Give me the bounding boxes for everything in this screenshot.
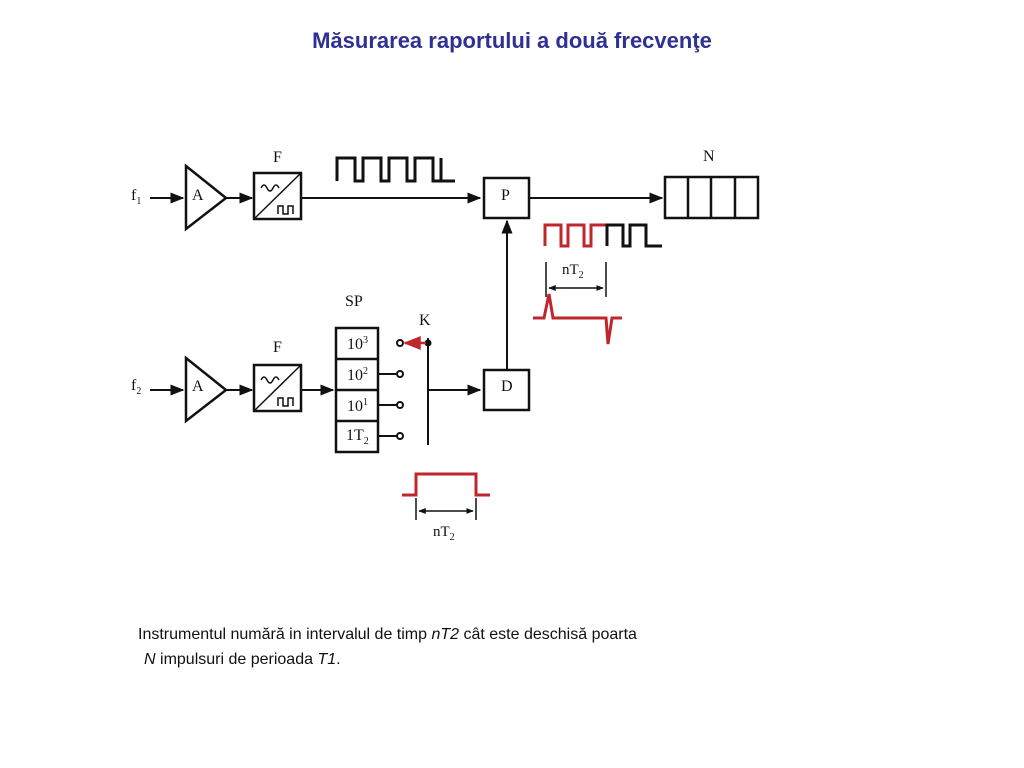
- selector-label-100: 102: [347, 366, 368, 384]
- counter-n: [663, 175, 760, 220]
- label-f1: f1: [131, 187, 141, 207]
- caption-line-2: N impulsuri de perioada T1.: [144, 651, 341, 668]
- filter-f-2: [252, 363, 303, 413]
- spike-signal-red: [533, 293, 622, 345]
- interval-label-lower: nT2: [433, 524, 455, 543]
- label-switch: K: [419, 312, 431, 329]
- square-wave-f1: [335, 156, 455, 183]
- selector-sp: [334, 326, 380, 454]
- divider-d: [482, 368, 531, 412]
- label-counter: N: [703, 148, 715, 165]
- gated-pulses-red: [543, 223, 662, 248]
- interval-marker-upper: [545, 262, 607, 297]
- label-filter-2: F: [273, 339, 282, 356]
- label-filter-1: F: [273, 149, 282, 166]
- caption-line-1: Instrumentul numără in intervalul de tim…: [138, 626, 637, 643]
- page-title: Măsurarea raportului a două frecvenţe: [312, 28, 712, 53]
- caption-text: Instrumentul numără in intervalul de tim…: [138, 622, 838, 672]
- label-gate: P: [501, 187, 510, 204]
- interval-marker-lower: [415, 498, 477, 520]
- label-amp-2: A: [192, 378, 204, 395]
- amplifier-a-2: [184, 355, 229, 424]
- label-selector: SP: [345, 293, 363, 310]
- filter-f-1: [252, 171, 303, 221]
- selector-label-1t2: 1T2: [346, 427, 369, 447]
- label-f2: f2: [131, 377, 141, 397]
- gate-pulse-red: [402, 472, 490, 497]
- selector-contacts: [378, 339, 404, 440]
- label-divider: D: [501, 378, 513, 395]
- selector-label-10: 101: [347, 397, 368, 415]
- amplifier-a-1: [184, 163, 229, 232]
- selector-label-1000: 103: [347, 335, 368, 353]
- label-amp-1: A: [192, 187, 204, 204]
- interval-label-upper: nT2: [562, 262, 584, 281]
